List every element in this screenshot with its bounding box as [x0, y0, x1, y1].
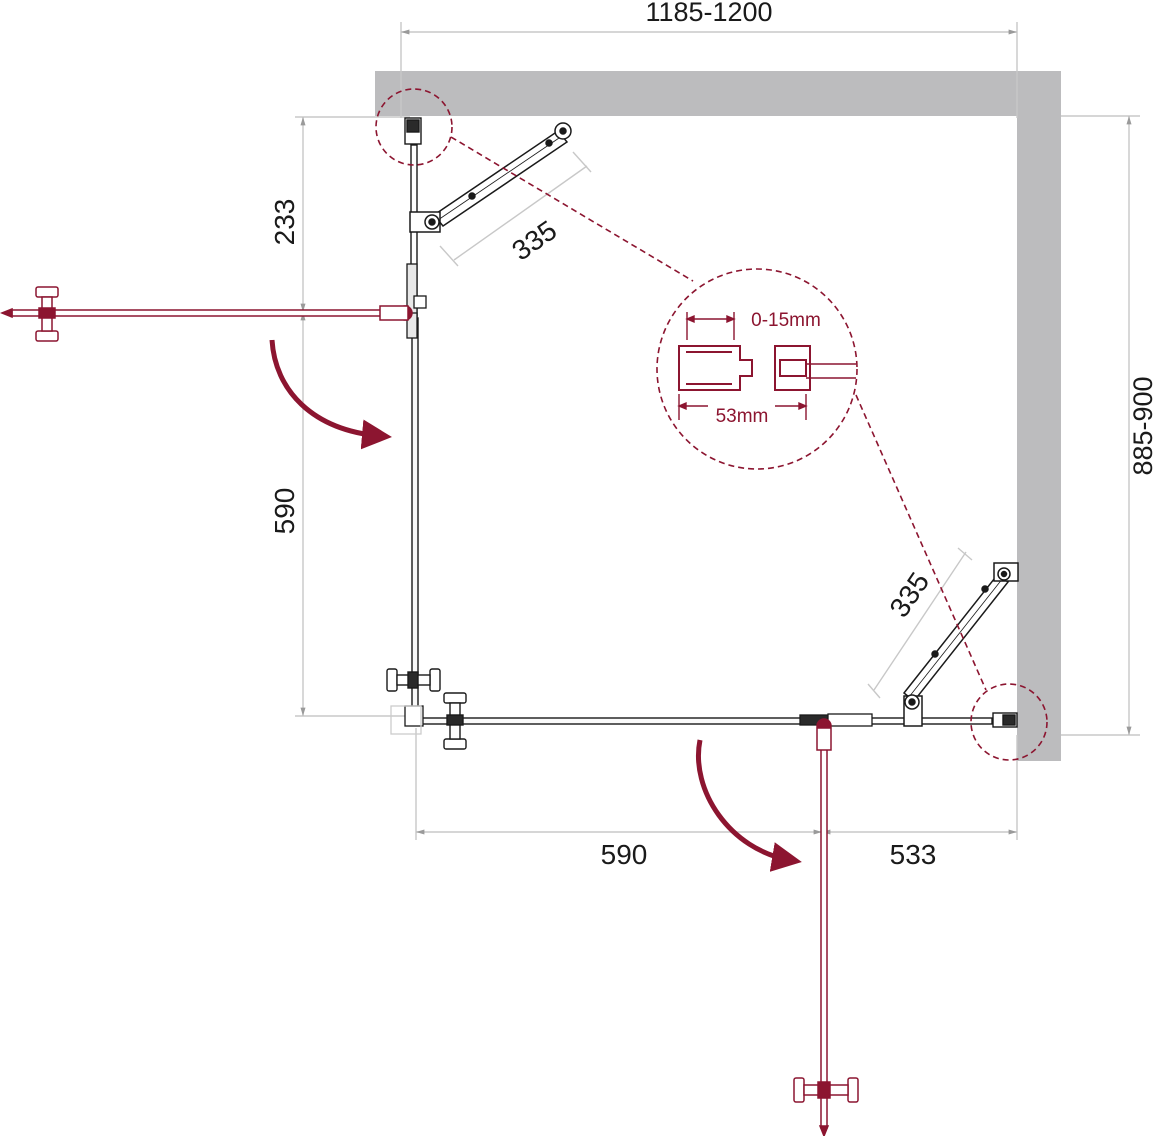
bottom-hinge-2: [827, 713, 873, 727]
handle-left-open: [35, 286, 59, 342]
right-wall: [1017, 71, 1061, 761]
walls: [375, 71, 1061, 761]
top-stabilizer-bar: [409, 122, 572, 233]
detail-adjustment-label: 0-15mm: [751, 310, 821, 331]
detail-width-label: 53mm: [716, 406, 769, 427]
bottom-door-closed: [419, 717, 806, 725]
left-door-open: [11, 309, 409, 317]
wall-profiles: [404, 117, 1018, 728]
top-width-label: 1185-1200: [645, 0, 772, 27]
detail-circle-right: [970, 683, 1048, 761]
bottom-door-open: [820, 727, 828, 1129]
top-wall: [375, 71, 1061, 116]
open-doors: [0, 286, 859, 1136]
hinges: [390, 263, 873, 735]
detail-dimension-lines: [677, 312, 808, 420]
corner-block: [390, 705, 422, 735]
top-wall-profile-cap: [406, 119, 420, 133]
corner-profile: [404, 705, 424, 727]
handle-bottom-open: [793, 1077, 859, 1103]
right-height-label: 885-900: [1128, 376, 1158, 475]
detail-magnified-circle: [656, 268, 858, 470]
top-stabilizer-label: 335: [506, 214, 562, 266]
bottom-fixed-label: 533: [890, 839, 937, 870]
left-door-closed: [411, 317, 419, 719]
left-swing-arrow: [269, 339, 392, 450]
detail-profile: [678, 345, 856, 391]
left-door-label: 590: [269, 488, 300, 535]
left-fixed-label: 233: [269, 199, 300, 246]
swing-arrows: [269, 339, 802, 872]
left-hinge-mid: [413, 295, 427, 309]
bottom-swing-arrow: [696, 739, 802, 872]
closed-handles: [386, 668, 467, 750]
handle-left-closed: [386, 668, 441, 692]
detail-callout: 0-15mm 53mm: [375, 88, 1048, 761]
right-wall-profile-cap: [1002, 714, 1016, 726]
detail-circle-top: [375, 88, 453, 166]
bottom-door-label: 590: [601, 839, 648, 870]
right-stabilizer-label: 335: [883, 567, 935, 623]
right-stabilizer-bar: [902, 562, 1019, 727]
handle-bottom-closed: [443, 692, 467, 750]
